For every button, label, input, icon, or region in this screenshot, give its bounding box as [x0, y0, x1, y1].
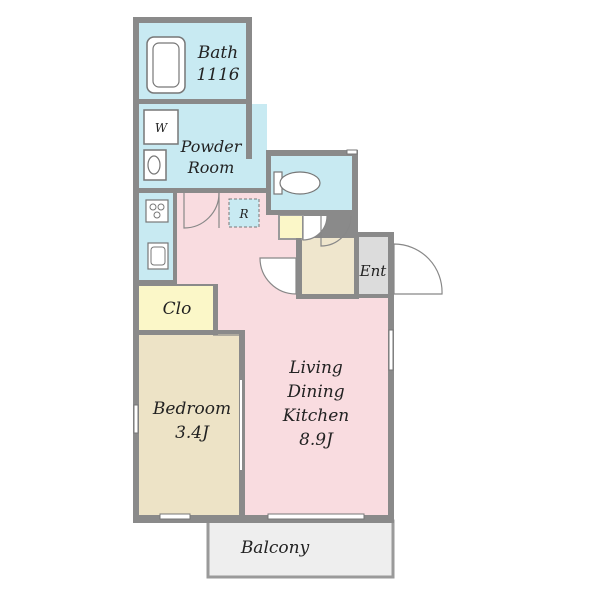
bedroom: [139, 334, 239, 515]
toilet-bowl-icon: [279, 171, 321, 195]
balcony-label: Balcony: [240, 538, 310, 558]
bathtub-icon: [146, 36, 186, 94]
entrance-label: Ent: [359, 262, 388, 280]
wall: [296, 238, 301, 298]
genkan-floor: [302, 238, 355, 296]
wall: [354, 232, 359, 299]
window: [133, 404, 139, 434]
fridge-label: R: [238, 207, 248, 221]
wall: [139, 280, 177, 286]
wall: [246, 99, 252, 159]
stove-icon: [145, 199, 169, 223]
door-swing[interactable]: [320, 215, 352, 247]
wall: [139, 99, 247, 104]
wall: [224, 188, 271, 193]
wall: [173, 193, 177, 286]
kitchen-sink-bowl-icon: [150, 246, 166, 266]
door-swing[interactable]: [259, 257, 297, 295]
ldk-label-2: Dining: [286, 382, 344, 402]
shoe-storage: [278, 214, 304, 240]
wall: [266, 150, 271, 214]
bedroom-label: Bedroom: [152, 399, 231, 419]
wall: [213, 284, 218, 332]
bedroom-size-label: 3.4J: [175, 423, 210, 443]
ldk-label-1: Living: [288, 358, 343, 378]
window: [267, 513, 365, 520]
wall: [139, 188, 179, 193]
window: [346, 149, 358, 155]
washer-icon: [143, 109, 179, 145]
burner-icon: [149, 203, 157, 211]
wall: [296, 294, 358, 299]
powder-room-label-2: Room: [187, 158, 234, 177]
bath-label: Bath: [197, 43, 238, 63]
basin-bowl-icon: [147, 155, 161, 175]
bath-size-label: 1116: [196, 65, 239, 85]
closet-label: Clo: [163, 299, 192, 319]
ldk-room: [175, 193, 388, 515]
ldk-size-label: 8.9J: [299, 430, 334, 450]
closet: [139, 286, 213, 330]
balcony-area: [206, 519, 395, 579]
entrance-door-swing[interactable]: [393, 243, 443, 295]
burner-icon: [157, 203, 165, 211]
burner-icon: [153, 211, 161, 219]
basin-icon: [143, 149, 167, 181]
kitchen-sink-icon: [147, 242, 169, 270]
bathtub-inner-icon: [152, 42, 180, 88]
washer-label: W: [155, 121, 169, 135]
window: [388, 329, 394, 371]
entrance-area: [358, 237, 388, 294]
window: [159, 513, 191, 520]
ldk-label-3: Kitchen: [282, 406, 349, 426]
door-swing[interactable]: [183, 192, 220, 229]
wall: [266, 210, 356, 215]
powder-room-label: Powder: [180, 137, 243, 156]
wall: [139, 330, 218, 335]
fridge-space: [228, 198, 260, 228]
